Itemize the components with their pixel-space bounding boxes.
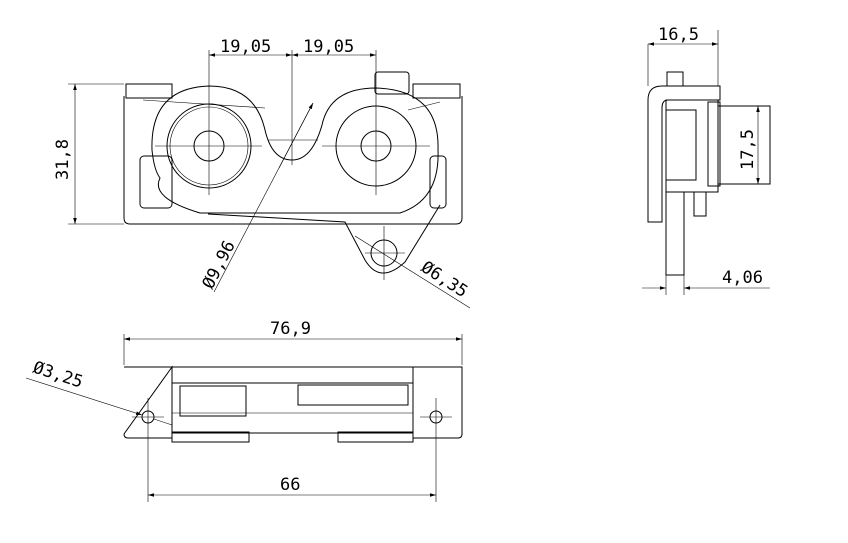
dim-roller-diameter: Ø9,96 [199,238,240,293]
dim-height: 31,8 [53,139,73,180]
dim-depth: 16,5 [658,25,699,45]
front-view: 19,05 19,05 31,8 Ø9,96 Ø6,35 [53,37,471,309]
dim-tab-thickness: 4,06 [722,268,763,288]
dim-left-spacing: 19,05 [220,37,271,57]
side-view: 16,5 17,5 4,06 [642,25,771,295]
dim-hole-diameter: Ø3,25 [30,358,85,393]
dim-overall-length: 76,9 [270,319,311,339]
dim-hole-spacing: 66 [280,475,300,495]
dim-roller-height: 17,5 [738,129,758,170]
dim-right-spacing: 19,05 [303,37,354,57]
bottom-view: 76,9 66 Ø3,25 [25,319,463,502]
